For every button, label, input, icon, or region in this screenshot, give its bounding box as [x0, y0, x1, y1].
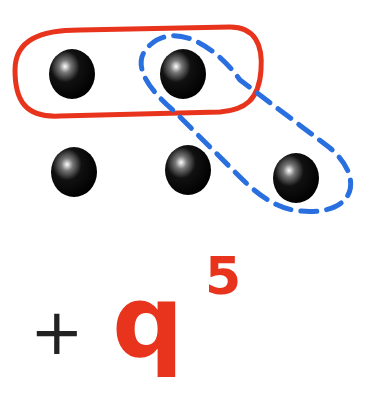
- red-loop: [15, 27, 261, 116]
- blue-dashed-loop: [141, 36, 351, 212]
- variable-q: q: [112, 272, 184, 372]
- exponent: 5: [205, 250, 241, 302]
- dot: [49, 49, 319, 203]
- plus-sign: +: [30, 300, 84, 364]
